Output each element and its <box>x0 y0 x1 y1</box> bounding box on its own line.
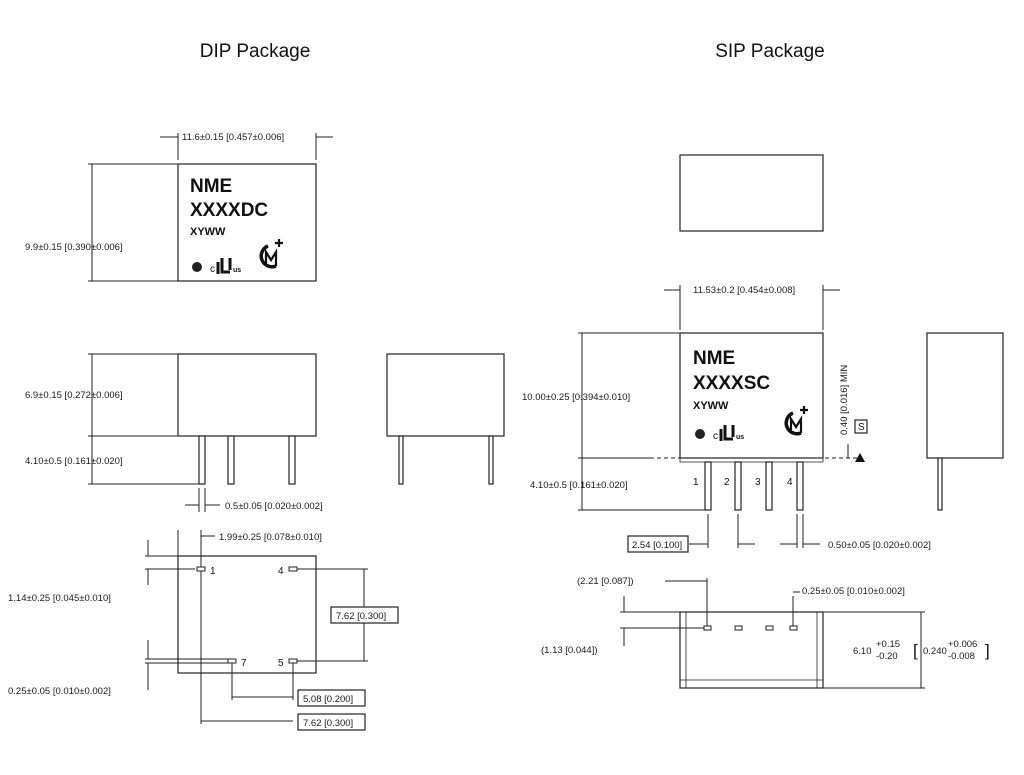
dip-pin-label-4: 4 <box>278 566 284 577</box>
dip-pitch-a-dim: 5.08 [0.200] <box>303 694 353 705</box>
dip-body-height-dim: 6.9±0.15 [0.272±0.006] <box>25 390 123 401</box>
dip-pin-length-dim: 4.10±0.5 [0.161±0.020] <box>25 456 123 467</box>
cm-logo-icon <box>259 239 283 269</box>
svg-text:-0.20: -0.20 <box>876 651 898 662</box>
sip-pad-4 <box>789 625 798 631</box>
dip-pad-7 <box>227 658 237 664</box>
sip-pin-length-dim: 4.10±0.5 [0.161±0.020] <box>530 480 628 491</box>
dip-width-dim: 11.6±0.15 [0.457±0.006] <box>182 132 284 143</box>
dip-pin-label-7: 7 <box>241 658 247 669</box>
sip-standoff-dim: 0.40 [0.016] MIN <box>839 365 850 435</box>
dip-pad-width-dim: 0.25±0.05 [0.010±0.002] <box>8 686 111 697</box>
sip-body-height-dim: 10.00±0.25 [0.394±0.010] <box>522 392 630 403</box>
svg-text:c: c <box>713 431 718 442</box>
sip-pin-thickness-dim: 0.25±0.05 [0.010±0.002] <box>802 586 905 597</box>
svg-text:]: ] <box>985 641 990 660</box>
dip-side-view: 6.9±0.15 [0.272±0.006] 4.10±0.5 [0.161±0… <box>25 353 323 512</box>
dip-pin-width-dim: 0.5±0.05 [0.020±0.002] <box>225 501 323 512</box>
sip-bottom-view: (2.21 [0.087]) (1.13 [0.044]) 0.25±0.05 … <box>541 576 990 689</box>
dip-height-dim: 9.9±0.15 [0.390±0.006] <box>25 242 123 253</box>
seating-plane-arrow-icon <box>855 453 865 462</box>
sip-pitch-dim: 2.54 [0.100] <box>632 540 682 551</box>
svg-text:+0.006: +0.006 <box>948 639 977 650</box>
sip-depth-dim: 6.10 +0.15 -0.20 [ 0.240 +0.006 -0.008 ] <box>853 639 990 662</box>
dip-top-view: NME XXXXDC XYWW c us 11.6±0.15 [0.457±0.… <box>25 132 333 282</box>
svg-text:us: us <box>736 434 744 441</box>
sip-pad-2 <box>734 625 743 631</box>
sip-side-view <box>926 332 1004 511</box>
sip-pin1-dot-icon <box>695 429 705 439</box>
svg-text:6.10: 6.10 <box>853 646 872 657</box>
svg-text:0.240: 0.240 <box>923 646 947 657</box>
dip-end-view <box>386 353 505 485</box>
dip-pin-label-1: 1 <box>210 566 216 577</box>
dip-pin-label-5: 5 <box>278 658 284 669</box>
sip-pin-label-4: 4 <box>787 477 793 488</box>
sip-pad-3 <box>765 625 774 631</box>
dip-row-spacing-dim: 7.62 [0.300] <box>336 611 386 622</box>
dip-title: DIP Package <box>200 41 311 62</box>
svg-text:us: us <box>233 267 241 274</box>
sip-pin-label-2: 2 <box>724 477 730 488</box>
svg-text:-0.008: -0.008 <box>948 651 975 662</box>
sip-cm-logo-icon <box>784 406 808 436</box>
sip-pin-label-1: 1 <box>693 477 699 488</box>
svg-text:[: [ <box>913 641 918 660</box>
sip-pin-width-dim: 0.50±0.05 [0.020±0.002] <box>828 540 931 551</box>
dip-pad-1 <box>196 566 206 572</box>
sip-top-view <box>679 154 824 232</box>
sip-pin-offset-x-dim: (2.21 [0.087]) <box>577 576 634 587</box>
dip-marking-line3: XYWW <box>190 226 226 238</box>
dip-pad-4 <box>288 566 298 572</box>
sip-pad-1 <box>703 625 712 631</box>
sip-ul-logo-icon: c us <box>713 425 744 442</box>
sip-seating-plane-mark: S <box>858 422 865 433</box>
sip-pin-offset-y-dim: (1.13 [0.044]) <box>541 645 598 656</box>
dip-pin-offset-dim: 1.99±0.25 [0.078±0.010] <box>219 532 322 543</box>
dip-pitch-b-dim: 7.62 [0.300] <box>303 718 353 729</box>
dip-marking-line2: XXXXDC <box>190 200 268 221</box>
pin1-dot-icon <box>192 262 202 272</box>
dip-pad-5 <box>288 658 298 664</box>
sip-marking-line3: XYWW <box>693 400 729 412</box>
dip-marking-line1: NME <box>190 176 232 197</box>
svg-text:+0.15: +0.15 <box>876 639 900 650</box>
svg-text:c: c <box>210 264 215 275</box>
sip-marking-line2: XXXXSC <box>693 373 770 394</box>
sip-front-view: NME XXXXSC XYWW c us 1 2 3 4 11.53±0.2 [… <box>522 285 931 553</box>
sip-title: SIP Package <box>715 41 825 62</box>
ul-logo-icon: c us <box>210 258 241 275</box>
sip-pin-label-3: 3 <box>755 477 761 488</box>
dip-bottom-view: 1 4 7 5 1.99±0.25 [0.078±0.010] 1.14±0.2… <box>8 530 399 731</box>
dip-pad-y-dim: 1.14±0.25 [0.045±0.010] <box>8 593 111 604</box>
sip-marking-line1: NME <box>693 348 735 369</box>
sip-width-dim: 11.53±0.2 [0.454±0.008] <box>693 285 795 296</box>
